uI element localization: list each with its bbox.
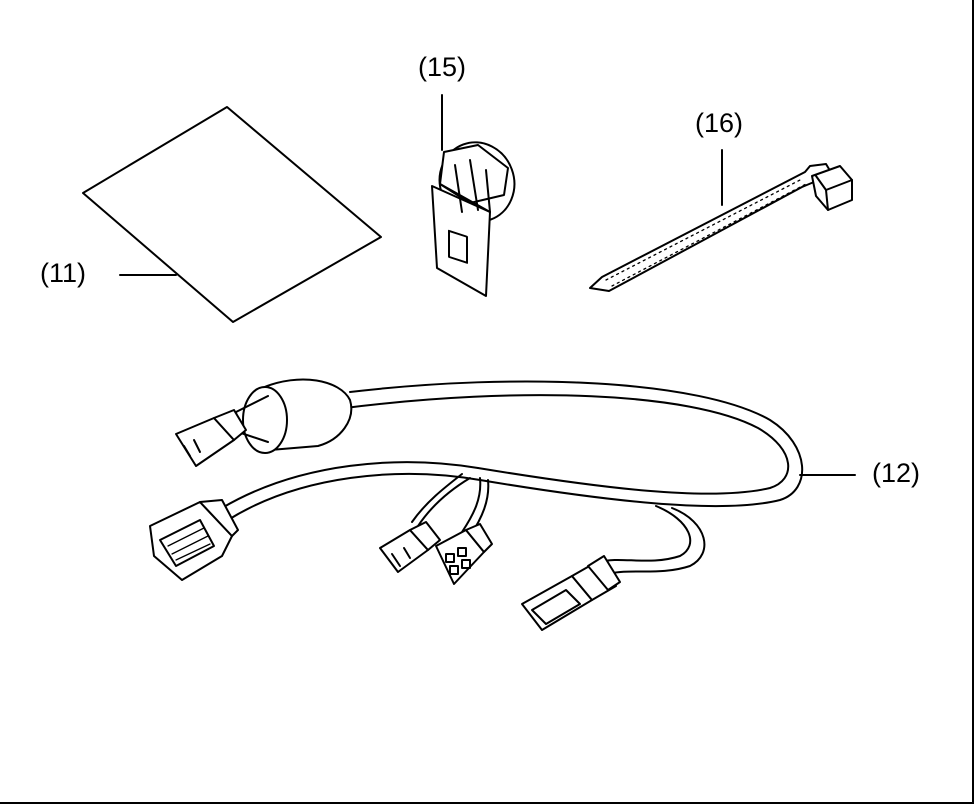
callout-15: (15): [418, 52, 467, 82]
clip-part: [431, 94, 516, 297]
callout-12: (12): [872, 458, 921, 488]
callout-16: (16): [695, 108, 744, 138]
instruction-sheet: [82, 106, 382, 323]
wire-harness: [149, 378, 856, 631]
cable-tie: [589, 149, 853, 292]
callout-11: (11): [40, 258, 87, 288]
